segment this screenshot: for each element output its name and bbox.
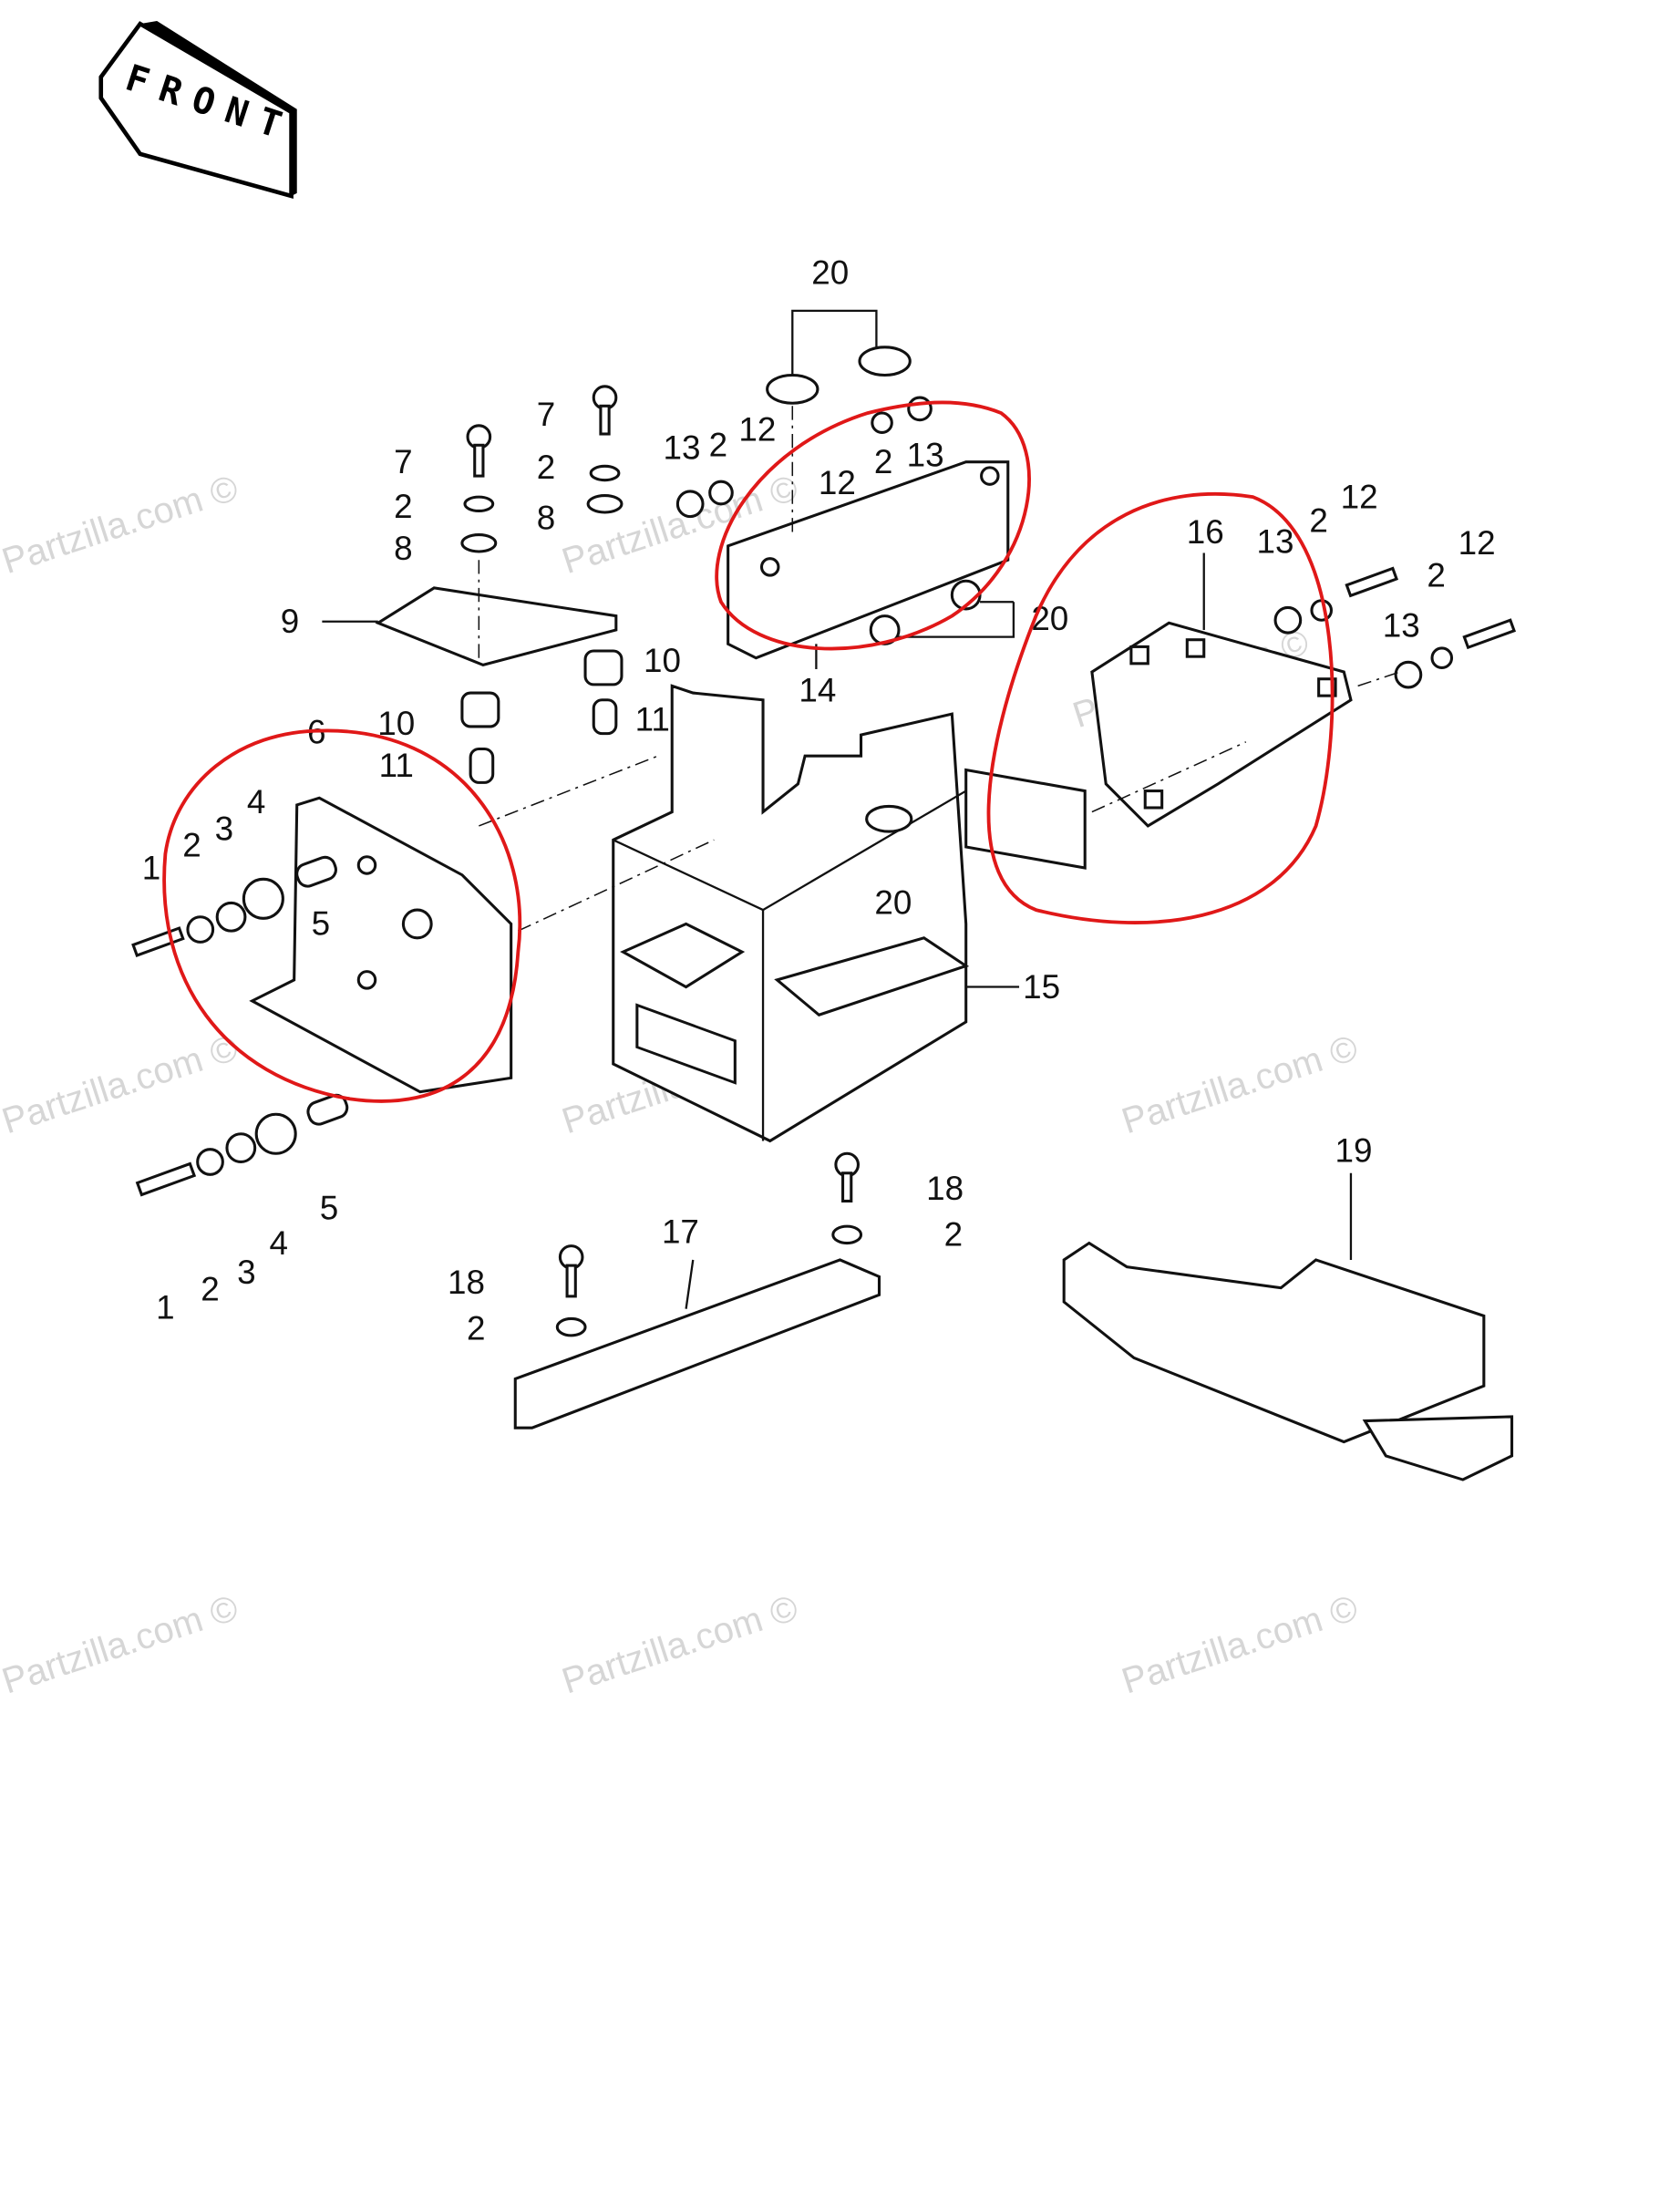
- part-callout-number: 4: [270, 1224, 289, 1262]
- part-callout-number: 13: [907, 436, 944, 473]
- watermark-text: Partzilla.com ©: [1117, 1588, 1362, 1702]
- part-callout-number: 11: [379, 747, 414, 784]
- part-callout-number: 18: [926, 1170, 964, 1207]
- part-callout-number: 13: [1257, 523, 1294, 561]
- assembly-lines: [478, 406, 1400, 932]
- left-bracket: [249, 796, 513, 1094]
- part-callout-number: 10: [644, 642, 681, 679]
- watermark-text: Partzilla.com ©: [1117, 1027, 1362, 1141]
- highlight-right-bracket: [986, 492, 1335, 924]
- part-callout-number: 2: [944, 1216, 964, 1254]
- part-callout-number: 9: [281, 603, 300, 640]
- part-callout-number: 2: [537, 449, 556, 486]
- part-callout-number: 2: [394, 488, 413, 525]
- part-callout-number: 16: [1187, 513, 1224, 551]
- highlight-top-bracket: [715, 400, 1031, 651]
- highlight-marks: [162, 400, 1335, 1103]
- part-callout-number: 2: [182, 827, 201, 864]
- part-callout-number: 11: [635, 701, 670, 738]
- part-callout-number: 2: [467, 1309, 485, 1347]
- part-callout-number: 7: [537, 396, 556, 433]
- right-bracket: [1090, 621, 1353, 828]
- part-callout-number: 1: [156, 1288, 175, 1326]
- part-callout-number: 12: [1341, 478, 1378, 515]
- part-callout-number: 8: [394, 530, 413, 567]
- watermark-text: Partzilla.com ©: [0, 468, 242, 582]
- part-callout-number: 8: [537, 499, 556, 536]
- part-callout-number: 2: [1309, 501, 1328, 539]
- part-callout-number: 20: [1031, 600, 1068, 637]
- front-arrow-icon: FRONT: [98, 21, 297, 200]
- part-callout-number: 1: [142, 849, 161, 886]
- part-callout-number: 13: [663, 429, 700, 467]
- part-callout-number: 13: [1383, 607, 1420, 645]
- part-callout-number: 2: [874, 443, 893, 480]
- plate: [375, 586, 618, 666]
- part-callout-number: 5: [320, 1189, 339, 1226]
- part-callout-number: 14: [799, 671, 836, 708]
- part-callout-number: 3: [215, 810, 234, 847]
- top-bracket: [727, 346, 1010, 833]
- watermark-text: Partzilla.com ©: [557, 1588, 802, 1702]
- part-callout-number: 7: [394, 443, 413, 480]
- part-callout-number: 19: [1335, 1131, 1373, 1169]
- part-callout-number: 5: [312, 905, 331, 943]
- part-callout-number: 2: [709, 427, 728, 464]
- part-callout-number: 12: [738, 411, 776, 449]
- part-callout-number: 17: [662, 1213, 699, 1251]
- leader-lines: [322, 309, 1353, 1309]
- battery-case: [612, 684, 1087, 1143]
- part-callout-number: 12: [819, 464, 856, 501]
- part-callout-number: 4: [247, 783, 266, 820]
- part-callout-number: 20: [874, 884, 912, 922]
- part-callout-number: 2: [1427, 556, 1446, 593]
- watermark-text: Partzilla.com ©: [0, 1588, 242, 1702]
- part-callout-number: 12: [1458, 524, 1496, 562]
- stay-plate: [513, 1258, 881, 1429]
- part-callout-number: 18: [448, 1264, 485, 1301]
- part-callout-number: 15: [1023, 968, 1060, 1006]
- tray: [1062, 1241, 1514, 1481]
- part-callout-number: 2: [201, 1270, 220, 1307]
- part-callout-number: 20: [811, 254, 849, 292]
- highlight-left-bracket: [162, 728, 522, 1103]
- part-callout-number: 3: [237, 1254, 256, 1291]
- watermark-text: Partzilla.com ©: [0, 1027, 242, 1141]
- hardware: [131, 385, 1517, 1337]
